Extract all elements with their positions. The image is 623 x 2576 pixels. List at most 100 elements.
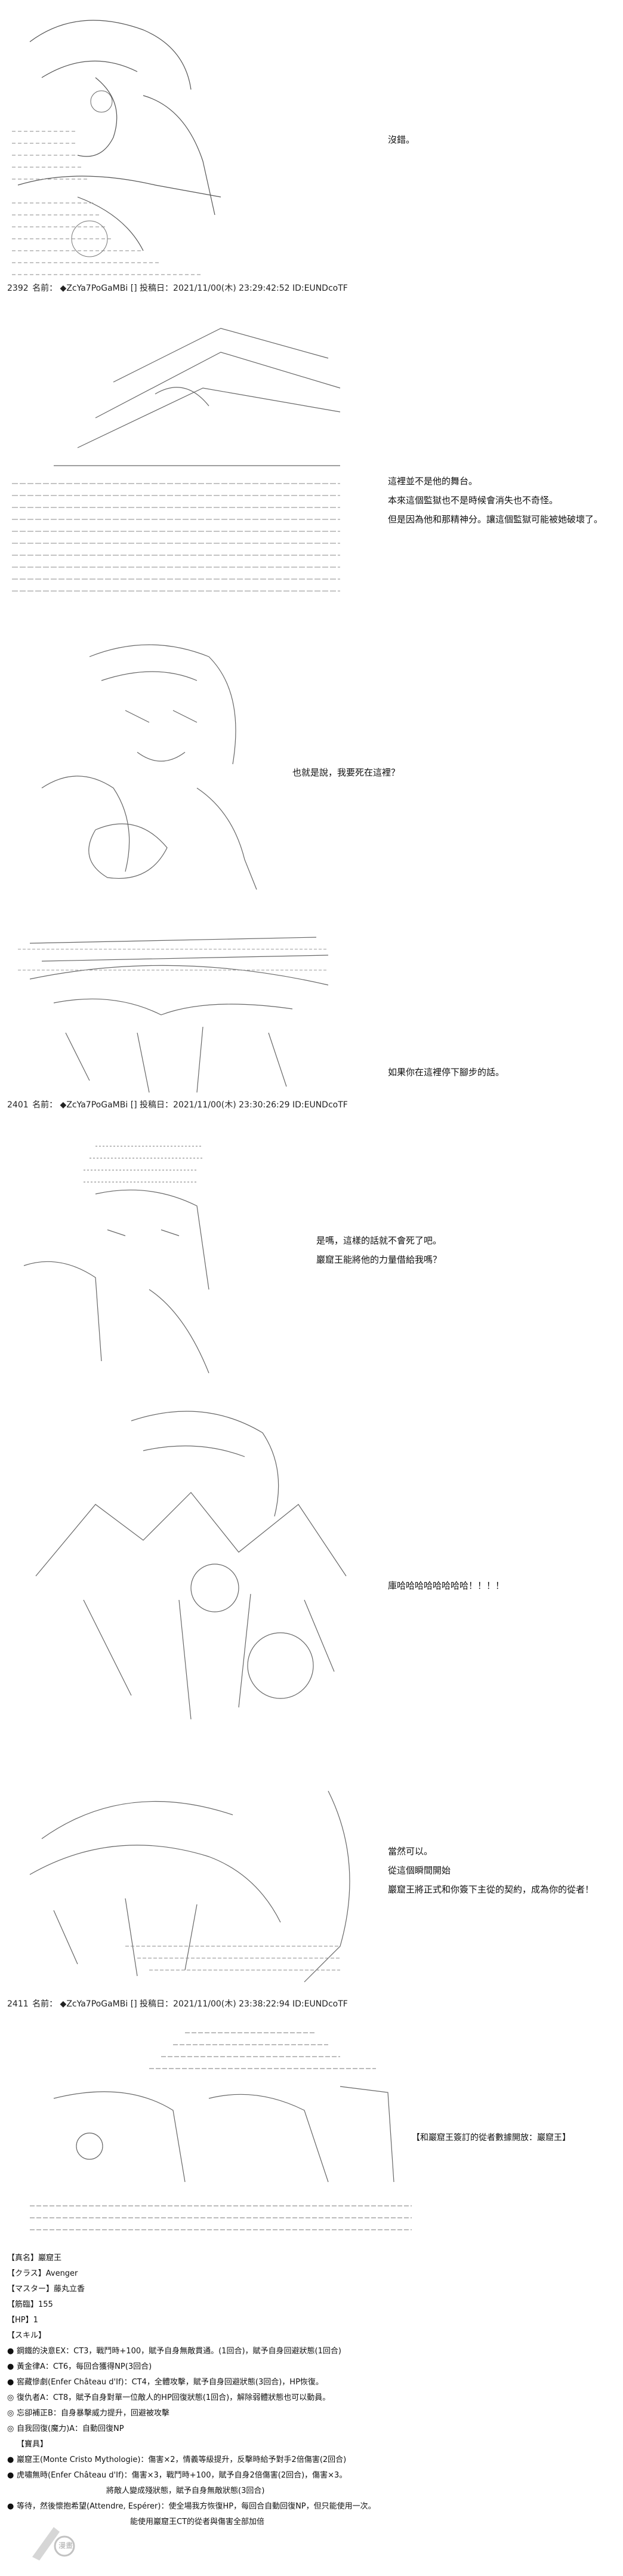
- ascii-art-drawing: [12, 20, 221, 275]
- skill-row-continued: 能使用巖窟王CT的從者與傷害全部加倍: [7, 2515, 616, 2530]
- status-line: 【クラス】Avenger: [7, 2269, 78, 2278]
- skill-text: 能使用巖窟王CT的從者與傷害全部加倍: [130, 2517, 265, 2526]
- dialogue-line: 但是因為他和那精神分。讓這個監獄可能被她破壞了。: [388, 514, 603, 525]
- panel-1: 沒錯。 2392 名前： ◆ZcYa7PoGaMBi [] 投稿日：2021/1…: [0, 0, 623, 298]
- dialogue-line: 這裡並不是他的舞台。: [388, 476, 478, 487]
- post-name-label: 名前：: [32, 1999, 58, 2009]
- post-number: 2401: [7, 1100, 29, 1110]
- skill-text: 虎嘯無時(Enfer Château d'If)：傷害×3，戰鬥時+100，賦予…: [17, 2471, 347, 2480]
- panel-2: 這裡並不是他的舞台。 本來這個監獄也不是時候會消失也不奇怪。 但是因為他和那精神…: [0, 298, 623, 609]
- status-line: 【スキル】: [7, 2331, 47, 2340]
- panel-4: 如果你在這裡停下腳步的話。 2401 名前： ◆ZcYa7PoGaMBi [] …: [0, 913, 623, 1122]
- skill-bullet: ◎: [7, 2393, 14, 2402]
- dialogue-panel-3: 也就是說，我要死在這裡？: [292, 763, 400, 782]
- post-author[interactable]: ◆ZcYa7PoGaMBi: [60, 1999, 128, 2009]
- status-line: 【筋臨】155: [7, 2300, 53, 2309]
- ascii-art-character-6: [24, 1397, 358, 1743]
- skill-text: 黃金律A：CT6，每回合獲得NP(3回合): [17, 2362, 152, 2371]
- character-drawing: [23, 1146, 209, 1374]
- dialogue-line: 是嗎，這樣的話就不會死了吧。: [316, 1235, 442, 1246]
- panel-5: 是嗎，這樣的話就不會死了吧。 巖窟王能將他的力量借給我嗎？: [0, 1134, 623, 1385]
- skill-text: 鋼鐵的決意EX：CT3，戰鬥時+100，賦予自身無敵貫通。(1回合)，賦予自身回…: [17, 2347, 341, 2356]
- skill-bullet: ◎: [7, 2409, 14, 2418]
- post-header-2401: 2401 名前： ◆ZcYa7PoGaMBi [] 投稿日：2021/11/00…: [7, 1100, 348, 1110]
- skill-row: ◎自我回復(魔力)A：自動回復NP: [7, 2421, 616, 2437]
- character-drawing: [41, 644, 257, 890]
- skill-row-continued: 將敵人變成殘狀態，賦予自身無敵狀態(3回合): [7, 2483, 616, 2499]
- skill-bullet: ●: [7, 2471, 14, 2480]
- watermark-text: 漫畫: [58, 2541, 73, 2550]
- skill-text: 等待，然後懷抱希望(Attendre, Espérer)：使全場我方恢復HP，每…: [17, 2502, 376, 2511]
- skill-bullet: ●: [7, 2378, 14, 2387]
- dialogue-line: 【和巖窟王簽訂的從者數據開放：巖窟王】: [412, 2133, 570, 2143]
- post-author[interactable]: ◆ZcYa7PoGaMBi: [60, 284, 128, 293]
- skill-row: ●黃金律A：CT6，每回合獲得NP(3回合): [7, 2359, 616, 2375]
- hat-drawing: [12, 328, 341, 592]
- dialogue-panel-2: 這裡並不是他的舞台。 本來這個監獄也不是時候會消失也不奇怪。 但是因為他和那精神…: [388, 472, 603, 529]
- skill-text: 將敵人變成殘狀態，賦予自身無敵狀態(3回合): [106, 2486, 265, 2495]
- panel-7: 當然可以。 從這個瞬間開始 巖窟王將正式和你簽下主從的契約，成為你的從者！ 24…: [0, 1767, 623, 2018]
- ascii-art-character-7: [6, 1767, 364, 1994]
- post-name-label: 名前：: [32, 284, 58, 293]
- ascii-art-character-8: [6, 2027, 412, 2248]
- dialogue-line: 當然可以。: [388, 1846, 433, 1857]
- post-meta: [] 投稿日：2021/11/00(木) 23:29:42:52 ID:EUND…: [130, 284, 348, 293]
- skill-bullet: ●: [7, 2502, 14, 2511]
- dialogue-line: 沒錯。: [388, 134, 415, 145]
- character-drawing: [35, 1411, 347, 1720]
- dialogue-line: 巖窟王將正式和你簽下主從的契約，成為你的從者！: [388, 1884, 594, 1895]
- post-number: 2392: [7, 284, 29, 293]
- dialogue-line: 本來這個監獄也不是時候會消失也不奇怪。: [388, 495, 559, 506]
- post-author[interactable]: ◆ZcYa7PoGaMBi: [60, 1100, 128, 1110]
- skill-row: ●虎嘯無時(Enfer Château d'If)：傷害×3，戰鬥時+100，賦…: [7, 2468, 616, 2483]
- status-line: 【HP】1: [7, 2316, 38, 2325]
- skill-row: ●鋼鐵的決意EX：CT3，戰鬥時+100，賦予自身無敵貫通。(1回合)，賦予自身…: [7, 2344, 616, 2359]
- skill-row: ●巖窟王(Monte Cristo Mythologie)：傷害×2，情義等級提…: [7, 2452, 616, 2468]
- status-line: 【真名】巖窟王: [7, 2254, 62, 2263]
- post-name-label: 名前：: [32, 1100, 58, 1110]
- post-meta: [] 投稿日：2021/11/00(木) 23:30:26:29 ID:EUND…: [130, 1100, 348, 1110]
- dialogue-line: 從這個瞬間開始: [388, 1865, 451, 1876]
- ascii-art-character-3: [18, 633, 304, 895]
- ascii-art-character-5: [6, 1134, 257, 1379]
- post-meta: [] 投稿日：2021/11/00(木) 23:38:22:94 ID:EUND…: [130, 1999, 348, 2009]
- skill-text: 忘卻補正B：自身暴擊威力提升，回避被攻擊: [17, 2409, 169, 2418]
- panel-6: 庫哈哈哈哈哈哈哈哈！！！！: [0, 1397, 623, 1755]
- post-header-2392: 2392 名前： ◆ZcYa7PoGaMBi [] 投稿日：2021/11/00…: [7, 283, 348, 294]
- skill-row: ◎復仇者A：CT8，賦予自身對單一位敵人的HP回復狀態(1回合)，解除弱體狀態也…: [7, 2390, 616, 2406]
- dialogue-panel-4: 如果你在這裡停下腳步的話。: [388, 1063, 504, 1082]
- skill-bullet: ◎: [7, 2424, 14, 2433]
- ascii-art-hat: [6, 304, 352, 603]
- ascii-art-character-4: [6, 913, 340, 1104]
- character-drawing: [30, 2032, 412, 2230]
- dialogue-panel-5: 是嗎，這樣的話就不會死了吧。 巖窟王能將他的力量借給我嗎？: [316, 1231, 442, 1269]
- skill-row: ●等待，然後懷抱希望(Attendre, Espérer)：使全場我方恢復HP，…: [7, 2499, 616, 2515]
- post-header-2411: 2411 名前： ◆ZcYa7PoGaMBi [] 投稿日：2021/11/00…: [7, 1999, 348, 2009]
- noble-phantasm-heading: 【寶具】: [7, 2437, 616, 2452]
- skill-text: 窖藏慘劇(Enfer Château d'If)：CT4，全體攻擊，賦予自身回避…: [17, 2378, 323, 2387]
- dialogue-line: 巖窟王能將他的力量借給我嗎？: [316, 1254, 442, 1265]
- watermark-logo: 漫畫: [29, 2522, 82, 2564]
- skill-text: 【寶具】: [17, 2440, 48, 2449]
- dialogue-panel-1: 沒錯。: [388, 130, 415, 149]
- status-line: 【マスター】藤丸立香: [7, 2285, 85, 2294]
- dialogue-line: 如果你在這裡停下腳步的話。: [388, 1067, 505, 1078]
- dialogue-panel-7: 當然可以。 從這個瞬間開始 巖窟王將正式和你簽下主從的契約，成為你的從者！: [388, 1842, 594, 1899]
- panel-3: 也就是說，我要死在這裡？: [0, 633, 623, 901]
- character-drawing: [18, 937, 329, 1093]
- servant-status-sheet: 【真名】巖窟王 【クラス】Avenger 【マスター】藤丸立香 【筋臨】155 …: [7, 2251, 616, 2530]
- skill-row: ◎忘卻補正B：自身暴擊威力提升，回避被攻擊: [7, 2406, 616, 2421]
- dialogue-panel-8: 【和巖窟王簽訂的從者數據開放：巖窟王】: [412, 2128, 570, 2147]
- skill-bullet: ●: [7, 2347, 14, 2356]
- dialogue-line: 庫哈哈哈哈哈哈哈哈！！！！: [388, 1580, 505, 1591]
- seal-icon: [32, 2527, 75, 2560]
- skill-bullet: ●: [7, 2362, 14, 2371]
- ascii-art-character-1: [6, 6, 239, 284]
- skill-text: 復仇者A：CT8，賦予自身對單一位敵人的HP回復狀態(1回合)，解除弱體狀態也可…: [17, 2393, 331, 2402]
- skill-bullet: ●: [7, 2455, 14, 2464]
- dialogue-panel-6: 庫哈哈哈哈哈哈哈哈！！！！: [388, 1576, 504, 1595]
- skill-row: ●窖藏慘劇(Enfer Château d'If)：CT4，全體攻擊，賦予自身回…: [7, 2375, 616, 2390]
- skill-text: 自我回復(魔力)A：自動回復NP: [17, 2424, 124, 2433]
- post-number: 2411: [7, 1999, 29, 2009]
